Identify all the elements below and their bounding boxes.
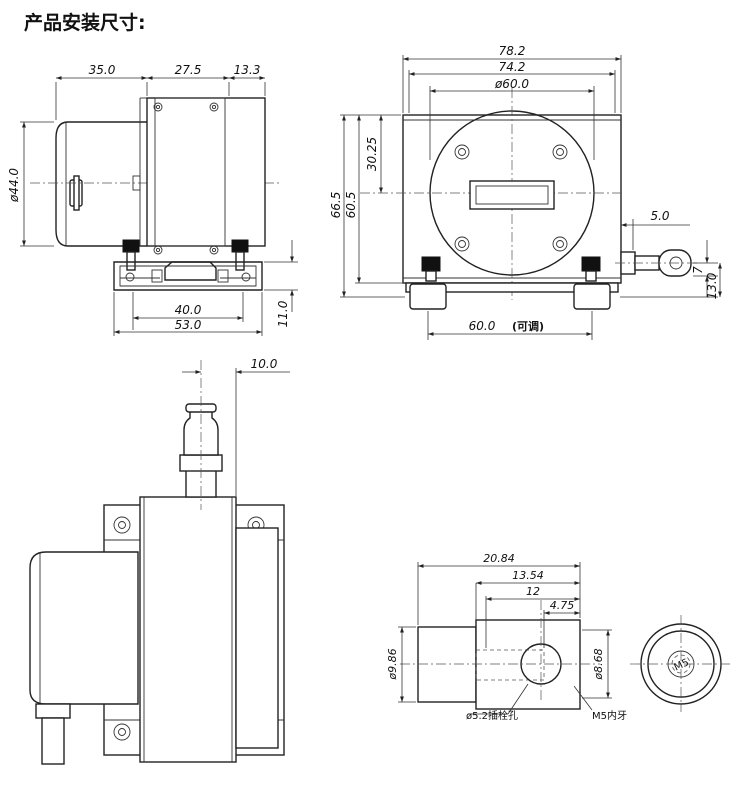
detail-thread-note: M5内牙	[592, 709, 627, 722]
detail-dim-dia8-68: ø8.68	[592, 648, 605, 680]
side-dim-40: 40.0	[175, 303, 202, 317]
side-dim-11: 11.0	[276, 300, 290, 327]
front-dim-dia60: ø60.0	[494, 77, 529, 91]
detail-view: 20.84 13.54 12 4.75 ø9.86 ø8.68 ø5.2插栓孔 …	[386, 552, 732, 722]
detail-dim-dia9-86: ø9.86	[386, 648, 399, 680]
top-dim-10: 10.0	[251, 357, 278, 371]
front-dim-5: 5.0	[650, 209, 669, 223]
front-dim-60-5: 60.5	[344, 192, 358, 219]
side-dim-53: 53.0	[175, 318, 202, 332]
side-view: 35.0 27.5 13.3 ø44.0 40.0 53.0 11.0	[7, 63, 298, 336]
front-dim-66-5: 66.5	[329, 192, 343, 219]
front-dim-7: 7	[691, 266, 705, 274]
side-dim-35: 35.0	[89, 63, 116, 77]
front-dim-74-2: 74.2	[499, 60, 526, 74]
detail-end-m5-label: M5	[673, 657, 691, 673]
detail-dim-13-54: 13.54	[512, 569, 544, 582]
front-dim-60: 60.0	[469, 319, 496, 333]
side-dim-27-5: 27.5	[175, 63, 202, 77]
front-dim-30-25: 30.25	[365, 137, 379, 171]
detail-pin-hole-note: ø5.2插栓孔	[466, 709, 518, 722]
page-title: 产品安装尺寸:	[24, 12, 146, 34]
front-dim-adjustable: (可调)	[512, 319, 544, 333]
side-dim-13-3: 13.3	[234, 63, 261, 77]
front-dim-78-2: 78.2	[499, 44, 526, 58]
front-dim-13: 13.0	[705, 272, 719, 299]
side-dim-dia44: ø44.0	[7, 168, 21, 203]
detail-dim-20-84: 20.84	[483, 552, 515, 565]
front-view: 78.2 74.2 ø60.0 66.5 60.5 30.25 5.0 7 13…	[329, 44, 722, 340]
detail-dim-4-75: 4.75	[550, 599, 575, 612]
top-view: 10.0	[29, 357, 290, 765]
detail-dim-12: 12	[526, 585, 540, 598]
